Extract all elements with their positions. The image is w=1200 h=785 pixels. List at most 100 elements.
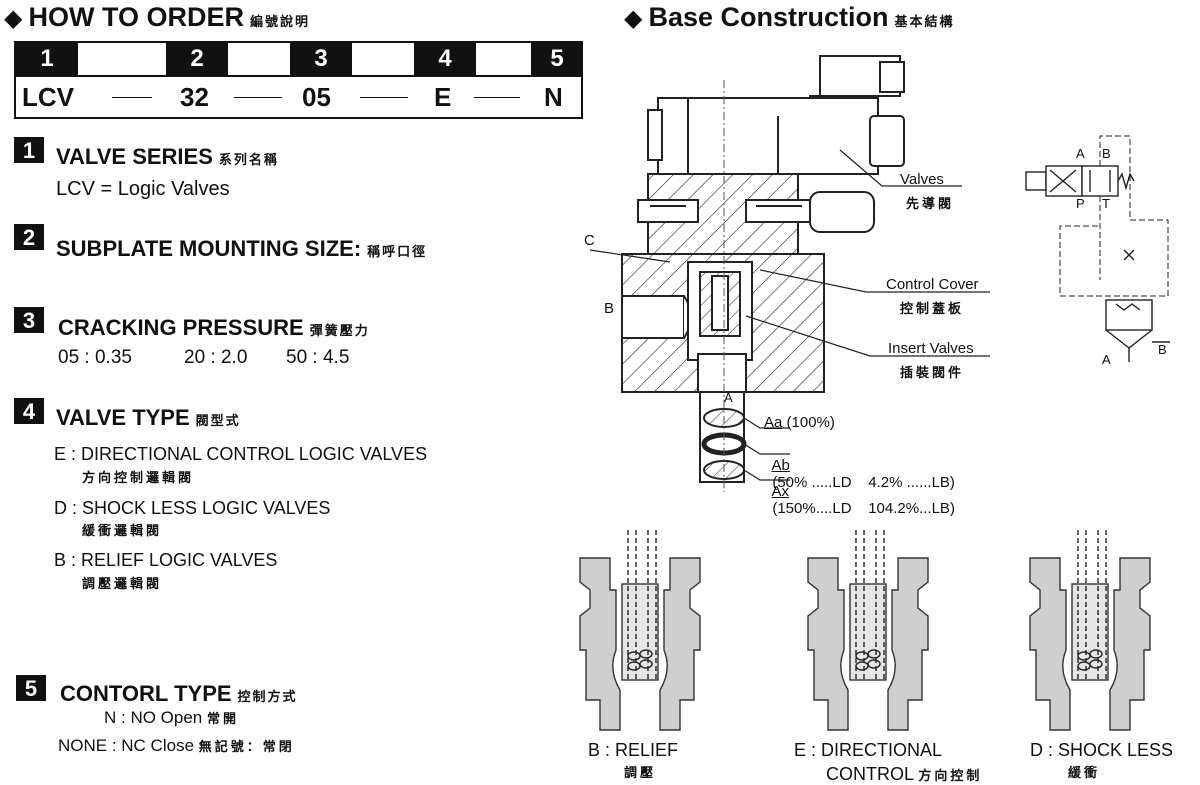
position-1: 1 xyxy=(16,43,78,75)
valve-type-title-cn: 閥型式 xyxy=(195,413,241,428)
insert-caption-shock-less-cn: 緩衝 xyxy=(1068,765,1101,780)
control-type-none: NONE : NC Close 無記號：常閉 xyxy=(58,736,295,756)
control-type-n-label: N : NO Open xyxy=(104,708,203,727)
cracking-pressure-title-cn: 彈簧壓力 xyxy=(309,323,370,338)
symbol-b2: B xyxy=(1158,342,1167,357)
leader-lines xyxy=(589,149,990,481)
order-title: HOW TO ORDER xyxy=(28,2,244,32)
position-2: 2 xyxy=(166,43,228,75)
valve-type-option-b: B : RELIEF LOGIC VALVES xyxy=(54,550,278,570)
control-type-title: CONTORL TYPE xyxy=(60,681,232,706)
order-header: ◆HOW TO ORDER 編號說明 xyxy=(4,2,310,33)
section-2-title: SUBPLATE MOUNTING SIZE: 稱呼口徑 xyxy=(56,236,427,262)
symbol-a2: A xyxy=(1102,352,1111,367)
valve-type-title: VALVE TYPE xyxy=(56,405,190,430)
section-4-number: 4 xyxy=(14,398,44,424)
insert-caption-directional-line2: CONTROL xyxy=(826,764,914,784)
insert-relief-drawing xyxy=(579,530,701,731)
valve-type-option-e: E : DIRECTIONAL CONTROL LOGIC VALVES xyxy=(54,444,428,464)
mounting-size-title: SUBPLATE MOUNTING SIZE: xyxy=(56,236,362,261)
area-ab-text: (50% .....LD 4.2% ......LB) xyxy=(772,474,955,491)
insert-types-diagram xyxy=(579,530,1151,731)
valve-type-option-e-cn: 方向控制邏輯閥 xyxy=(82,470,195,485)
position-4: 4 xyxy=(414,43,476,75)
label-valves: Valves xyxy=(900,171,944,188)
code-5: N xyxy=(544,82,563,112)
table-divider xyxy=(16,75,581,77)
base-block-drawing xyxy=(621,253,825,483)
position-row: 1 2 3 4 5 xyxy=(16,43,583,75)
label-control-cover-cn: 控制蓋板 xyxy=(900,301,965,316)
insert-caption-relief-cn: 調壓 xyxy=(624,765,657,780)
valve-type-option-b-cn: 調壓邏輯閥 xyxy=(82,576,163,591)
valve-series-title: VALVE SERIES xyxy=(56,144,213,169)
pressure-value-2: 20 : 2.0 xyxy=(184,347,248,368)
insert-caption-directional-2: CONTROL 方向控制 xyxy=(826,764,982,785)
symbol-t: T xyxy=(1102,196,1110,211)
area-ax: Ax (150%....LD 104.2%...LB) xyxy=(764,466,955,517)
label-port-c: C xyxy=(584,232,595,249)
code-2: 32 xyxy=(180,82,209,112)
section-3-number: 3 xyxy=(14,307,44,333)
order-title-cn: 編號說明 xyxy=(249,14,310,29)
position-5: 5 xyxy=(531,43,583,75)
code-3: 05 xyxy=(302,82,331,112)
control-type-n: N : NO Open 常開 xyxy=(104,708,239,728)
position-gap xyxy=(228,43,290,75)
insert-shock-less-drawing xyxy=(1029,530,1151,731)
pressure-value-1: 05 : 0.35 xyxy=(58,347,132,368)
hydraulic-symbol xyxy=(1025,135,1170,362)
code-row: LCV 32 05 E N xyxy=(16,77,581,117)
pressure-value-3: 50 : 4.5 xyxy=(286,347,350,368)
section-1-number: 1 xyxy=(14,137,44,163)
section-4-title: VALVE TYPE 閥型式 xyxy=(56,405,241,431)
cross-section-diagram xyxy=(589,55,990,492)
label-control-cover: Control Cover xyxy=(886,276,979,293)
construction-title: Base Construction xyxy=(648,2,889,32)
area-ab: Ab (50% .....LD 4.2% ......LB) xyxy=(764,440,955,491)
area-aa-name: Aa xyxy=(764,414,783,431)
section-5-title: CONTORL TYPE 控制方式 xyxy=(60,681,298,707)
insert-caption-directional-cn: 方向控制 xyxy=(918,768,983,783)
area-ax-text: (150%....LD 104.2%...LB) xyxy=(772,500,955,517)
code-4: E xyxy=(434,82,452,112)
construction-title-cn: 基本結構 xyxy=(894,14,955,29)
symbol-p: P xyxy=(1076,196,1085,211)
insert-caption-shock-less: D : SHOCK LESS xyxy=(1030,740,1174,760)
insert-caption-relief: B : RELIEF xyxy=(588,740,679,760)
position-3: 3 xyxy=(290,43,352,75)
position-gap xyxy=(476,43,531,75)
control-type-none-label: NONE : NC Close xyxy=(58,736,195,755)
position-gap xyxy=(78,43,166,75)
insert-directional-drawing xyxy=(807,530,929,731)
area-ax-name: Ax xyxy=(771,483,790,500)
label-valves-cn: 先導閥 xyxy=(906,196,955,211)
insert-caption-directional: E : DIRECTIONAL xyxy=(794,740,943,760)
valve-type-option-d: D : SHOCK LESS LOGIC VALVES xyxy=(54,498,331,518)
mounting-size-title-cn: 稱呼口徑 xyxy=(367,244,428,259)
control-type-title-cn: 控制方式 xyxy=(237,689,298,704)
code-dash xyxy=(112,97,152,98)
symbol-a: A xyxy=(1076,146,1085,161)
label-port-a: A xyxy=(724,390,733,405)
control-cover-drawing xyxy=(637,173,875,255)
code-1: LCV xyxy=(22,82,74,112)
area-aa: Aa (100%) xyxy=(764,414,835,431)
symbol-b: B xyxy=(1102,146,1111,161)
position-gap xyxy=(352,43,414,75)
label-insert-valves-cn: 插裝閥件 xyxy=(900,365,965,380)
label-insert-valves: Insert Valves xyxy=(888,340,974,357)
valve-series-text: LCV = Logic Valves xyxy=(56,178,230,200)
area-aa-text: (100%) xyxy=(786,414,835,431)
label-port-b: B xyxy=(604,300,615,317)
diamond-icon: ◆ xyxy=(4,5,23,32)
control-type-none-cn: 無記號：常閉 xyxy=(198,739,295,754)
code-dash xyxy=(360,97,408,98)
valve-series-title-cn: 系列名稱 xyxy=(218,152,279,167)
pilot-valve-drawing xyxy=(647,55,905,175)
area-ab-name: Ab xyxy=(771,457,790,474)
valve-type-option-d-cn: 緩衝邏輯閥 xyxy=(82,523,163,538)
section-2-number: 2 xyxy=(14,224,44,250)
section-5-number: 5 xyxy=(16,675,46,701)
